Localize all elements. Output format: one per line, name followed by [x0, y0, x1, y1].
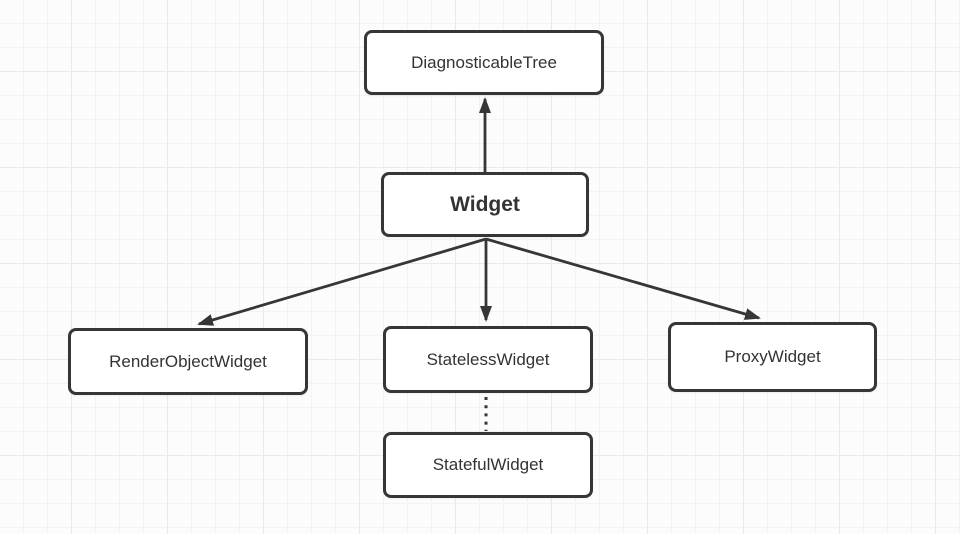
node-widget: Widget [381, 172, 589, 237]
node-diagnosticable-tree: DiagnosticableTree [364, 30, 604, 95]
node-proxy-widget: ProxyWidget [668, 322, 877, 392]
node-label: StatelessWidget [426, 349, 550, 369]
node-label: RenderObjectWidget [109, 351, 267, 371]
node-render-object-widget: RenderObjectWidget [68, 328, 308, 395]
edge-widget-to-renderobjectwidget [197, 237, 487, 326]
node-label: DiagnosticableTree [411, 52, 557, 72]
node-label: Widget [450, 192, 520, 216]
node-stateful-widget: StatefulWidget [383, 432, 593, 498]
node-label: ProxyWidget [724, 347, 821, 366]
edge-widget-to-proxywidget [485, 237, 761, 320]
node-stateless-widget: StatelessWidget [383, 326, 593, 393]
node-label: StatefulWidget [432, 455, 544, 474]
